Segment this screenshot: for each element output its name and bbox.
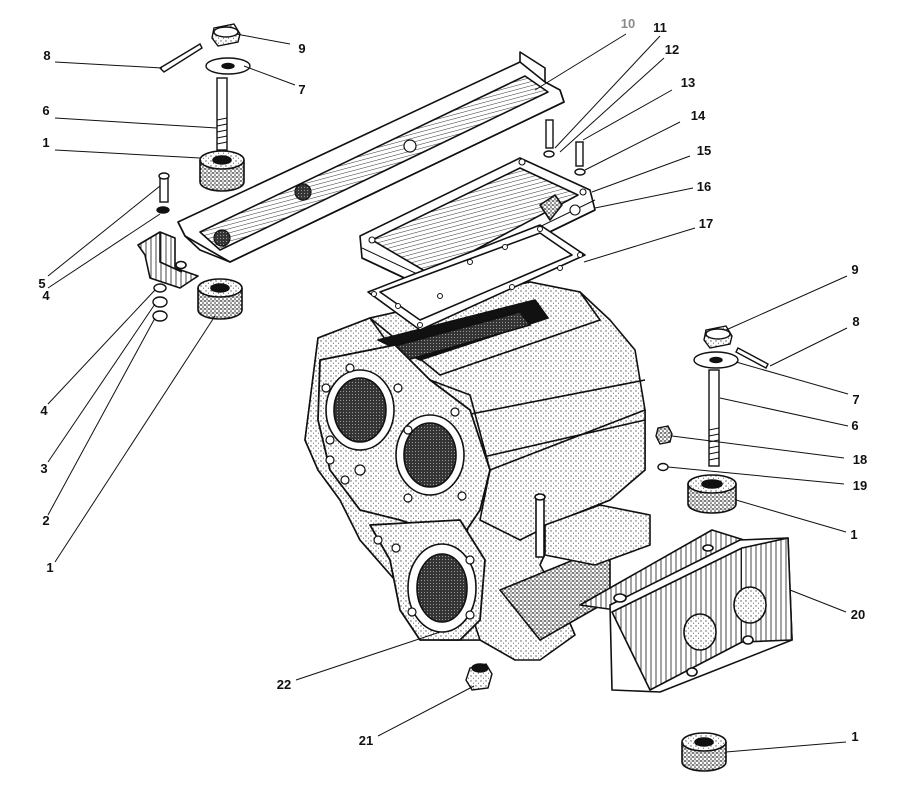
stud-11 (543, 119, 555, 158)
callout-8-left: 8 (43, 48, 51, 63)
callout-12: 12 (664, 42, 680, 57)
callout-14: 14 (690, 108, 706, 123)
washer-19 (657, 462, 669, 472)
callout-4-upper: 4 (42, 288, 50, 303)
drain-plug-21 (465, 663, 493, 691)
fasteners (152, 23, 769, 691)
washer-stack-left (152, 283, 168, 322)
leader-lines (47, 33, 849, 753)
cushion-right (687, 474, 737, 514)
callout-1-bottom: 1 (851, 729, 859, 744)
rubber-cushions (197, 150, 737, 772)
long-mounting-bracket (177, 51, 565, 263)
callout-10: 10 (620, 16, 636, 31)
small-angle-bracket (137, 231, 199, 289)
callout-7-right: 7 (852, 392, 860, 407)
callout-7-left: 7 (298, 82, 306, 97)
long-bolt-upper (216, 77, 228, 151)
callout-2: 2 (42, 513, 50, 528)
callout-11: 11 (653, 20, 667, 35)
callout-20: 20 (850, 607, 866, 622)
callout-16: 16 (696, 179, 712, 194)
cushion-bottom (681, 732, 727, 772)
callout-6-right: 6 (851, 418, 859, 433)
callout-1-left: 1 (46, 560, 54, 575)
callout-17: 17 (698, 216, 714, 231)
stud-13 (574, 141, 586, 176)
callout-18: 18 (852, 452, 868, 467)
callout-9-left: 9 (298, 41, 306, 56)
castle-nut-right (703, 325, 733, 349)
callout-3: 3 (40, 461, 48, 476)
callout-1-right: 1 (850, 527, 858, 542)
callout-5: 5 (38, 276, 46, 291)
callout-13: 13 (680, 75, 696, 90)
nut-18 (655, 425, 673, 445)
cotter-pin-upper (158, 43, 203, 73)
callout-9-right: 9 (851, 262, 859, 277)
cotter-pin-right (735, 347, 769, 369)
short-bolt-left (156, 172, 170, 214)
callout-8-right: 8 (852, 314, 860, 329)
cushion-upper-left (199, 150, 245, 192)
callout-21: 21 (358, 733, 374, 748)
long-bolt-right (708, 369, 720, 467)
rear-mounting-bracket (579, 529, 793, 693)
callout-4-lower: 4 (40, 403, 48, 418)
callout-19: 19 (852, 478, 868, 493)
castle-nut-upper (211, 23, 241, 47)
cover-gasket (367, 224, 586, 331)
callout-22: 22 (276, 677, 292, 692)
callout-6-left: 6 (42, 103, 50, 118)
callout-1-upper: 1 (42, 135, 50, 150)
cushion-left (197, 278, 243, 320)
callout-15: 15 (696, 143, 712, 158)
